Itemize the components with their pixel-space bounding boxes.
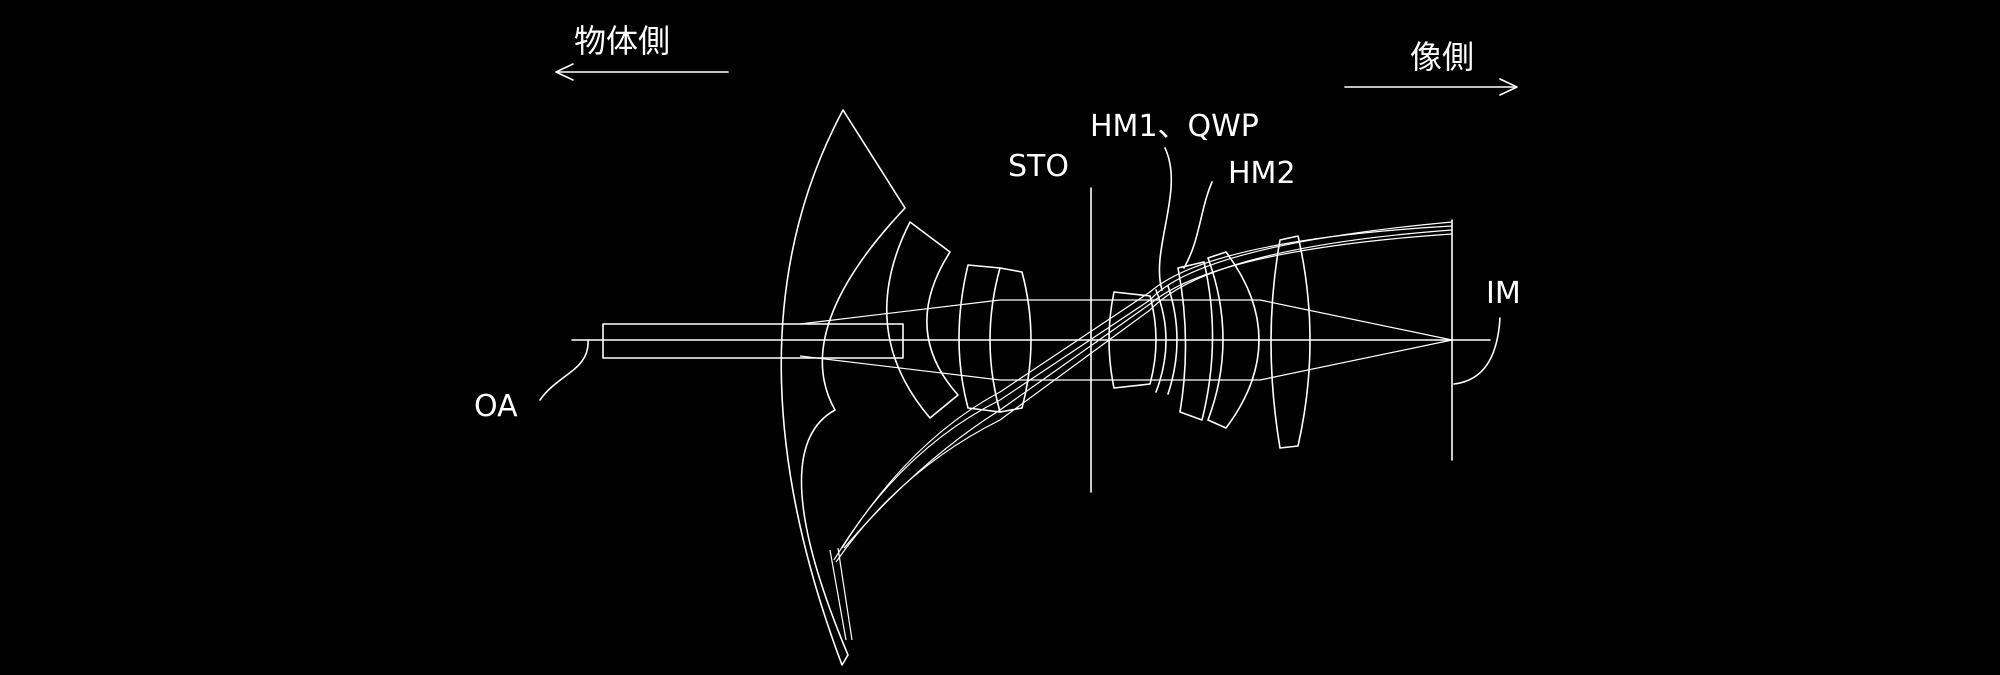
- lens-group-2: [1108, 291, 1157, 389]
- image-plane-label: IM: [1486, 276, 1521, 311]
- rear-lens-3: [1207, 251, 1260, 429]
- ray-bundles: [799, 221, 1453, 641]
- image-side-label: 像側: [1410, 38, 1474, 76]
- stop-label: STO: [1008, 149, 1069, 184]
- image-side-arrow: [1344, 78, 1518, 96]
- lens-group-1b: [999, 267, 1032, 413]
- hm1-qwp-leader: [1158, 147, 1173, 291]
- hm2-label: HM2: [1228, 156, 1296, 191]
- image-plane-leader: [1453, 317, 1501, 385]
- front-meniscus-lens: [780, 109, 906, 666]
- optical-axis-leader: [539, 339, 589, 401]
- lens-group-1a: [958, 264, 1001, 413]
- hm1-qwp-label: HM1、QWP: [1090, 109, 1259, 144]
- hm2-leader: [1183, 181, 1213, 269]
- hm2-lens: [1177, 261, 1214, 421]
- rear-lens-4: [1270, 235, 1311, 449]
- second-lens: [886, 221, 959, 419]
- entrance-beam: [602, 323, 904, 359]
- optical-axis-label: OA: [474, 389, 518, 424]
- object-side-arrow: [555, 63, 729, 81]
- object-side-label: 物体側: [574, 22, 670, 60]
